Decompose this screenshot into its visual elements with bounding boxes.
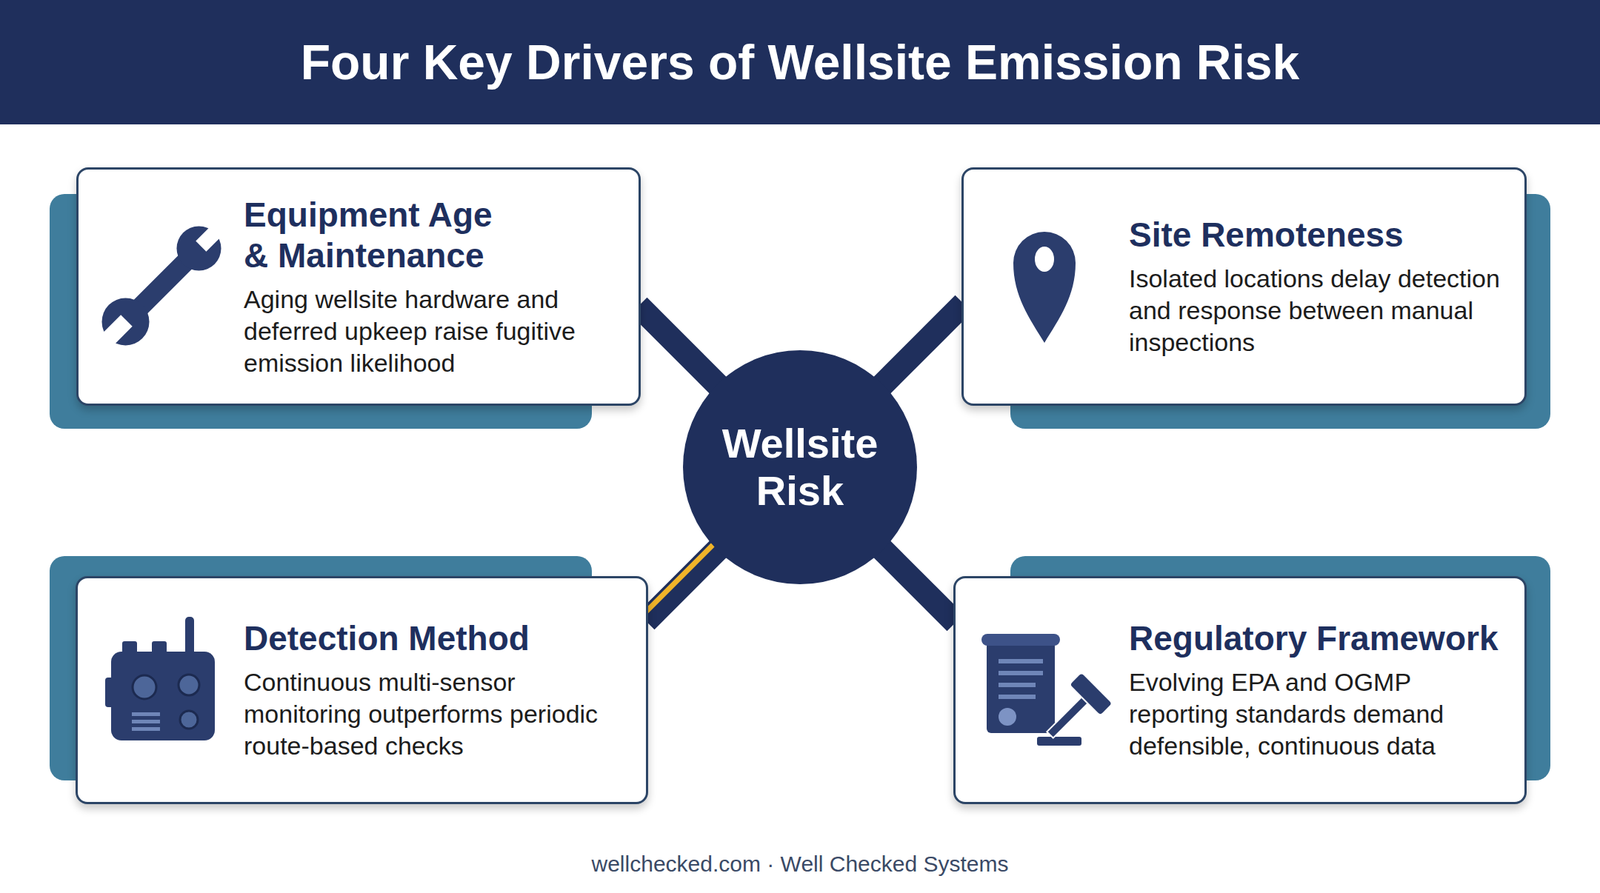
hub-circle: Wellsite Risk [682,350,918,585]
connector-band [638,305,720,387]
connector-line [645,548,720,622]
card-description: Continuous multi-sensor monitoring outpe… [243,666,618,763]
hub-label: Wellsite Risk [711,420,889,515]
connector-band [880,303,964,387]
card-description: Evolving EPA and OGMP reporting standard… [1128,666,1503,763]
card-heading: Regulatory Framework [1128,618,1525,660]
driver-card: Regulatory FrameworkEvolving EPA and OGM… [953,576,1527,805]
regulation-document-icon [981,634,1113,752]
card-heading: Detection Method [243,618,646,660]
driver-card: Detection MethodContinuous multi-sensor … [75,576,649,805]
connector-line [880,303,964,387]
connector-band [880,548,956,623]
footer-label: wellchecked.com · Well Checked Systems [0,851,1600,878]
card-heading: Equipment Age & Maintenance [243,194,515,277]
driver-card: Site RemotenessIsolated locations delay … [961,167,1527,406]
connector-stripe [641,543,715,618]
connector-band [641,543,720,622]
diagram-title: Four Key Drivers of Wellsite Emission Ri… [300,34,1300,91]
title-band: Four Key Drivers of Wellsite Emission Ri… [0,0,1600,125]
wrench-icon [88,208,239,359]
card-description: Isolated locations delay detection and r… [1128,262,1503,359]
sensor-device-icon [105,617,215,741]
connector-line [638,305,720,387]
connector-line [880,548,956,623]
driver-card: Equipment Age & MaintenanceAging wellsit… [76,167,641,406]
card-description: Aging wellsite hardware and deferred upk… [243,283,618,380]
location-pin-icon [1013,231,1076,343]
card-heading: Site Remoteness [1128,214,1525,256]
